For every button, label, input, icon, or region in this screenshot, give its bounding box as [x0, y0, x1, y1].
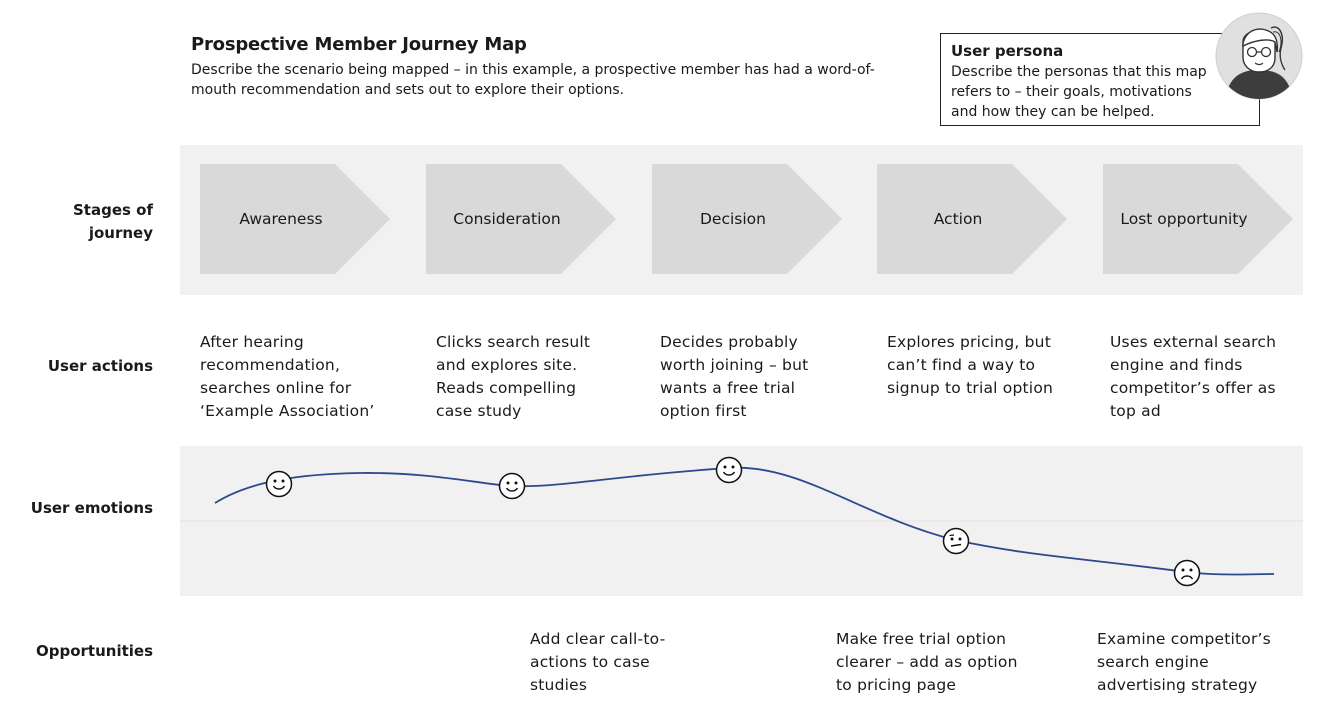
stage-arrow-shape: [877, 164, 1067, 274]
user-action: Clicks search result and explores site. …: [436, 333, 591, 420]
woman-avatar-icon: [1215, 12, 1303, 100]
scenario-description: Describe the scenario being mapped – in …: [191, 62, 875, 98]
stage-arrow-shape: [200, 164, 390, 274]
opportunity-text: Examine competitor’s search engine adver…: [1097, 630, 1271, 694]
stage-arrow-shape: [652, 164, 842, 274]
stage-arrow-shape: [1103, 164, 1293, 274]
row-label-actions: User actions: [47, 357, 153, 375]
persona-card: User persona Describe the personas that …: [940, 33, 1260, 126]
stage-label: Decision: [700, 210, 766, 228]
stage-decision: Decision: [652, 164, 842, 274]
row-label-emotions: User emotions: [30, 499, 153, 517]
user-action: Decides probably worth joining – but wan…: [660, 333, 809, 420]
stage-label: Awareness: [239, 210, 323, 228]
happy-face-icon: [715, 456, 743, 484]
page-title: Prospective Member Journey Map: [191, 34, 527, 55]
opportunity-text: Add clear call-to-actions to case studie…: [530, 630, 666, 694]
stage-label: Consideration: [453, 210, 561, 228]
user-action: Explores pricing, but can’t find a way t…: [887, 333, 1054, 397]
persona-title: User persona: [951, 42, 1064, 60]
row-label-opportunities: Opportunities: [35, 642, 153, 660]
stage-arrow-shape: [426, 164, 616, 274]
user-action: Uses external search engine and finds co…: [1110, 333, 1277, 420]
stage-awareness: Awareness: [200, 164, 390, 274]
stage-label: Lost opportunity: [1120, 210, 1248, 228]
happy-face-icon: [265, 470, 293, 498]
stage-lost-opportunity: Lost opportunity: [1103, 164, 1293, 274]
confused-face-icon: [942, 527, 970, 555]
stage-label: Action: [933, 210, 983, 228]
row-label-stages: Stages of journey: [73, 201, 153, 242]
persona-description: Describe the personas that this map refe…: [951, 64, 1207, 120]
stage-consideration: Consideration: [426, 164, 616, 274]
stage-action: Action: [877, 164, 1067, 274]
user-action: After hearing recommendation, searches o…: [200, 333, 375, 420]
sad-face-icon: [1173, 559, 1201, 587]
happy-face-icon: [498, 472, 526, 500]
opportunity-text: Make free trial option clearer – add as …: [836, 630, 1018, 694]
